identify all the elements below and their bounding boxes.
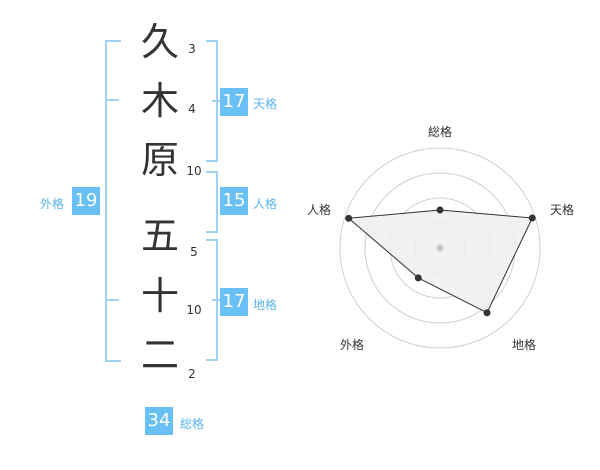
stroke-count-5: 10: [186, 303, 202, 317]
jinkaku-value-badge: 15: [220, 187, 248, 215]
radar-axis-label-soukaku: 総格: [427, 125, 452, 139]
radar-point-2: [528, 214, 536, 222]
jinkaku-label: 人格: [253, 197, 278, 211]
radar-point-4: [414, 274, 422, 282]
radar-center-point: [436, 244, 444, 252]
radar-axis-label-jinkaku: 人格: [306, 203, 331, 217]
stroke-count-4: 5: [190, 245, 198, 259]
soukaku-value-badge: 34: [145, 407, 173, 435]
radar-axis-label-chikaku: 地格: [511, 338, 536, 352]
name-char-3: 原: [140, 138, 179, 182]
tenkaku-value-badge: 17: [220, 88, 248, 116]
bracket-tick: [105, 299, 119, 301]
radar-grid-ring: [339, 147, 541, 349]
name-char-1: 久: [140, 20, 179, 64]
bracket-tick: [212, 299, 220, 301]
radar-axis-label-tenkaku: 天格: [549, 203, 574, 217]
chikaku-value-badge: 17: [220, 288, 248, 316]
name-char-4: 五: [140, 214, 179, 258]
jinkaku-bracket: [206, 171, 218, 233]
gaikaku-value-badge: 19: [72, 187, 100, 215]
name-char-6: 二: [140, 333, 179, 377]
stroke-count-6: 2: [188, 367, 196, 381]
bracket-tick: [105, 99, 119, 101]
stroke-count-2: 4: [188, 102, 196, 116]
gaikaku-bracket: [105, 40, 121, 362]
stroke-count-1: 3: [188, 42, 196, 56]
radar-axis-label-gaikaku: 外格: [339, 338, 364, 352]
stroke-count-3: 10: [186, 164, 202, 178]
chikaku-label: 地格: [253, 298, 278, 312]
soukaku-label: 総格: [180, 417, 205, 431]
radar-data-area: [347, 209, 534, 314]
radar-point-3: [483, 309, 491, 317]
name-char-5: 十: [140, 274, 179, 318]
radar-point-5: [345, 214, 353, 222]
bracket-tick: [212, 100, 220, 102]
name-char-2: 木: [140, 79, 179, 123]
gaikaku-label: 外格: [40, 197, 65, 211]
radar-point-1: [436, 206, 444, 214]
tenkaku-label: 天格: [253, 97, 278, 111]
